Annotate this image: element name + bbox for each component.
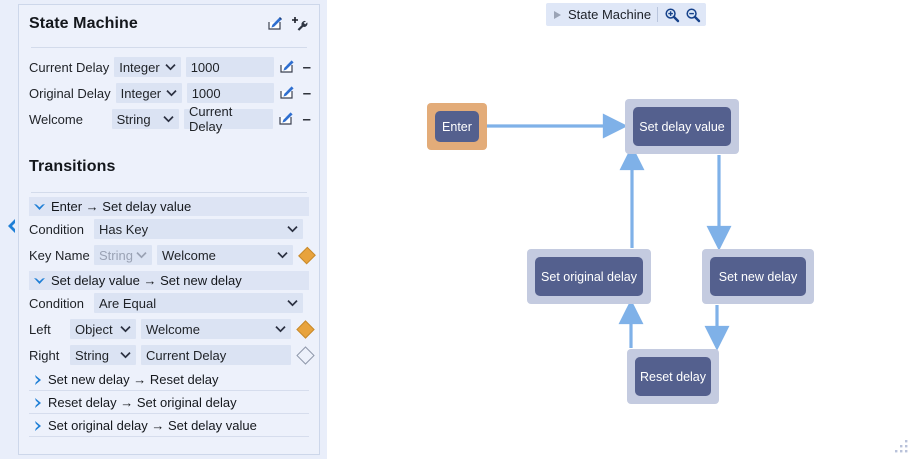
inspector-card: State Machine Current: [18, 4, 320, 455]
transition-label: Enter → Set delay value: [51, 199, 192, 214]
operand-binding-marker[interactable]: [298, 246, 316, 264]
operand-type-select[interactable]: Object: [70, 319, 136, 339]
diagram-toolbar: State Machine: [546, 3, 707, 26]
state-node-set-new[interactable]: Set new delay: [702, 249, 814, 304]
transition-label: Set delay value → Set new delay: [51, 273, 242, 288]
transition-header[interactable]: Enter → Set delay value: [29, 197, 309, 216]
state-node-label: Set original delay: [535, 257, 643, 296]
chevron-right-icon[interactable]: [33, 420, 43, 432]
transition-header[interactable]: Set original delay → Set delay value: [29, 415, 309, 437]
chevron-down-icon[interactable]: [33, 276, 46, 286]
pick-variable-icon[interactable]: [266, 15, 284, 33]
play-icon[interactable]: [551, 9, 563, 21]
operand-label: Left: [29, 321, 51, 337]
condition-label: Condition: [29, 295, 84, 311]
variable-value-input[interactable]: 1000: [185, 57, 274, 77]
chevron-right-icon[interactable]: [33, 374, 43, 386]
transition-label: Reset delay → Set original delay: [48, 395, 237, 410]
diagram-title: State Machine: [568, 7, 652, 22]
diagram-canvas[interactable]: State Machine: [327, 0, 911, 459]
header-divider: [31, 47, 307, 48]
variable-type-select[interactable]: String: [111, 109, 179, 129]
state-node-label: Set delay value: [633, 107, 731, 146]
operand-label: Key Name: [29, 247, 90, 263]
operand-value-select[interactable]: Welcome: [141, 319, 291, 339]
state-machine-title: State Machine: [29, 15, 138, 32]
condition-select[interactable]: Has Key: [94, 219, 303, 239]
variable-value-input[interactable]: 1000: [186, 83, 274, 103]
variable-value-input[interactable]: Current Delay: [183, 104, 274, 134]
transitions-header: Transitions: [19, 146, 319, 188]
state-node-label: Enter: [435, 111, 479, 142]
add-variable-icon[interactable]: [291, 15, 309, 33]
toolbar-separator: [657, 7, 659, 22]
state-node-reset-delay[interactable]: Reset delay: [627, 349, 719, 404]
state-node-enter[interactable]: Enter: [427, 103, 487, 150]
condition-label: Condition: [29, 221, 84, 237]
panel-collapse-chevron-left-icon[interactable]: [2, 216, 20, 236]
inspector-panel: State Machine Current: [0, 0, 327, 459]
operand-binding-marker[interactable]: [296, 319, 315, 339]
operand-binding-marker[interactable]: [296, 345, 315, 365]
variable-type-select[interactable]: Integer: [115, 83, 182, 103]
transition-header[interactable]: Reset delay → Set original delay: [29, 392, 309, 414]
state-node-label: Set new delay: [710, 257, 806, 296]
transition-condition-row: Condition Has Key: [19, 216, 319, 242]
operand-type-select[interactable]: String: [70, 345, 136, 365]
pick-variable-icon[interactable]: [279, 58, 296, 76]
remove-variable-button[interactable]: –: [302, 58, 311, 76]
resize-grip-icon[interactable]: [893, 438, 909, 457]
state-node-set-original[interactable]: Set original delay: [527, 249, 651, 304]
state-machine-header-actions: [266, 15, 309, 33]
transitions-divider: [31, 192, 307, 193]
transition-condition-row: Condition Are Equal: [19, 290, 319, 316]
operand-label: Right: [29, 347, 60, 363]
variable-name-label: Welcome: [29, 111, 83, 127]
zoom-out-icon[interactable]: [685, 7, 701, 23]
transition-header[interactable]: Set delay value → Set new delay: [29, 271, 309, 290]
transition-header[interactable]: Set new delay → Reset delay: [29, 369, 309, 391]
variable-name-label: Current Delay: [29, 59, 110, 75]
diagram-edges: [487, 113, 732, 351]
pick-variable-icon[interactable]: [279, 84, 296, 102]
transition-label: Set original delay → Set delay value: [48, 418, 257, 433]
variable-name-label: Original Delay: [29, 85, 111, 101]
chevron-right-icon[interactable]: [33, 397, 43, 409]
transition-label: Set new delay → Reset delay: [48, 372, 219, 387]
zoom-in-icon[interactable]: [664, 7, 680, 23]
operand-value-select[interactable]: Welcome: [156, 245, 294, 265]
variable-type-select[interactable]: Integer: [114, 57, 181, 77]
state-node-label: Reset delay: [635, 357, 711, 396]
state-machine-header: State Machine: [19, 5, 319, 43]
condition-select[interactable]: Are Equal: [94, 293, 303, 313]
chevron-down-icon[interactable]: [33, 202, 46, 212]
transitions-title: Transitions: [29, 158, 116, 175]
remove-variable-button[interactable]: –: [302, 110, 311, 128]
state-node-set-delay[interactable]: Set delay value: [625, 99, 739, 154]
operand-value-input[interactable]: Current Delay: [141, 345, 291, 365]
operand-type-select: String: [94, 245, 152, 265]
pick-variable-icon[interactable]: [278, 110, 295, 128]
remove-variable-button[interactable]: –: [302, 84, 312, 102]
